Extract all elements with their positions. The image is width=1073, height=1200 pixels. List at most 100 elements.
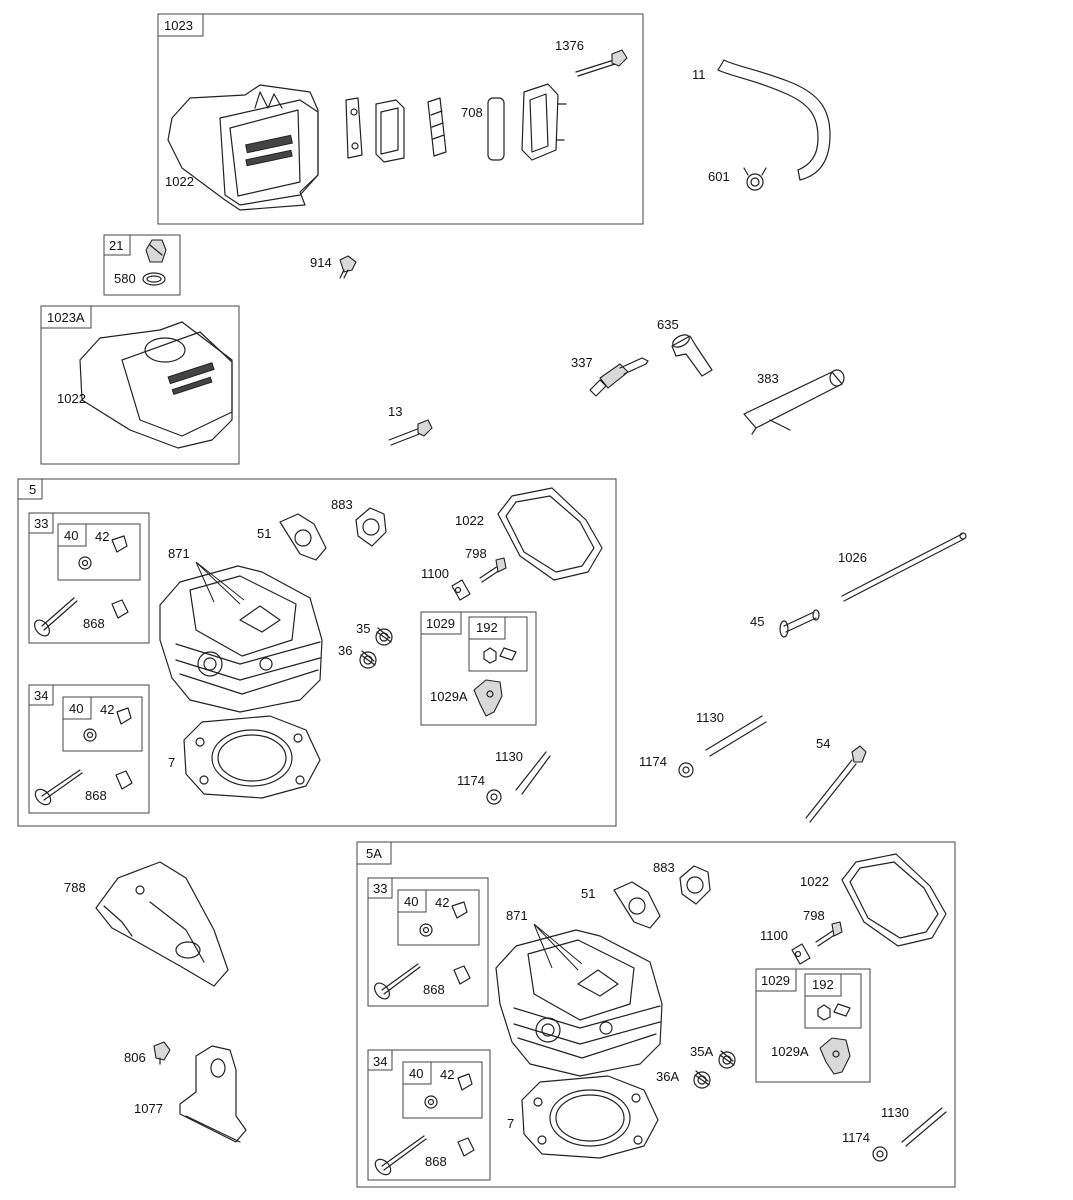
label-798-b: 798 (803, 908, 825, 923)
valve-c-part[interactable] (372, 963, 421, 1002)
gasket-708-part[interactable] (487, 97, 505, 161)
screw-1376-part[interactable] (575, 49, 628, 77)
gasket-51-part[interactable] (279, 513, 327, 561)
spark-plug-part[interactable] (589, 357, 649, 397)
retainer-40-c-part[interactable] (419, 923, 433, 937)
breather-plate-part[interactable] (345, 97, 363, 159)
label-40-a: 40 (64, 528, 78, 543)
spring-36A-part[interactable] (693, 1070, 711, 1089)
ignition-lead-part[interactable] (743, 369, 845, 435)
valve-b-part[interactable] (32, 769, 83, 808)
head-gasket-part[interactable] (183, 715, 321, 799)
label-36A: 36A (656, 1069, 679, 1084)
nut-192-part[interactable] (483, 647, 497, 664)
stud-798-part[interactable] (479, 557, 507, 583)
label-42-b: 42 (100, 702, 114, 717)
oil-cap-part[interactable] (145, 239, 167, 263)
keeper-42-part[interactable] (111, 535, 128, 553)
tappet-1174-c-part[interactable] (872, 1146, 888, 1162)
cylinder-head-b-part[interactable] (495, 929, 663, 1077)
pushrod-1026-part[interactable] (841, 532, 967, 602)
label-868-a: 868 (83, 616, 105, 631)
keeper-42-c-part[interactable] (451, 901, 468, 919)
label-1130-b: 1130 (696, 710, 724, 725)
o-ring-580-part[interactable] (142, 272, 166, 286)
label-868-d: 868 (425, 1154, 447, 1169)
label-1022-b: 1022 (455, 513, 484, 528)
label-54: 54 (816, 736, 830, 751)
bracket-788-part[interactable] (95, 861, 229, 987)
valve-part[interactable] (32, 597, 78, 639)
retainer-40-d-part[interactable] (424, 1095, 438, 1109)
stud-798-b-part[interactable] (815, 921, 843, 947)
bolt-806-part[interactable] (153, 1041, 171, 1065)
cover-gasket-part[interactable] (497, 487, 603, 581)
label-42-a: 42 (95, 529, 109, 544)
label-5A: 5A (366, 846, 382, 861)
guide-1100-b-part[interactable] (791, 943, 811, 965)
cylinder-head-part[interactable] (159, 565, 323, 713)
spring-35-part[interactable] (375, 627, 393, 646)
kit-1023A: 1023A 1022 (40, 305, 240, 465)
label-45: 45 (750, 614, 764, 629)
breather-cover-part[interactable] (521, 83, 567, 161)
cover-gasket-b-part[interactable] (841, 853, 947, 947)
screw-192-b-part[interactable] (833, 1003, 851, 1017)
seal-868-part[interactable] (111, 599, 129, 619)
pushrod-1130-b-part[interactable] (705, 715, 767, 757)
pin-45-part[interactable] (779, 609, 820, 638)
bolt-914-part[interactable] (339, 255, 357, 279)
spring-36-part[interactable] (359, 650, 377, 669)
label-1029-b: 1029 (761, 973, 790, 988)
screw-192-part[interactable] (499, 647, 517, 661)
keeper-42-b-part[interactable] (116, 707, 132, 725)
seal-868-b-part[interactable] (115, 770, 133, 790)
bolt-54-part[interactable] (805, 745, 867, 823)
label-788: 788 (64, 880, 86, 895)
label-383: 383 (757, 371, 779, 386)
valve-cover-1023A-part[interactable] (79, 321, 233, 449)
seal-868-c-part[interactable] (453, 965, 471, 985)
clamp-601-part[interactable] (743, 167, 767, 191)
label-1022-c: 1022 (800, 874, 829, 889)
label-1029A-a: 1029A (430, 689, 468, 704)
guide-1100-part[interactable] (451, 579, 471, 601)
valve-cover-part[interactable] (167, 84, 319, 211)
valve-d-part[interactable] (372, 1135, 427, 1178)
hose-11-part[interactable] (717, 59, 831, 181)
bolt-13-part[interactable] (388, 419, 433, 446)
label-1130-a: 1130 (495, 749, 523, 764)
spark-boot-part[interactable] (671, 332, 713, 377)
label-42-d: 42 (440, 1067, 454, 1082)
label-1174-a: 1174 (457, 773, 485, 788)
label-1026: 1026 (838, 550, 867, 565)
pushrod-1130-part[interactable] (515, 751, 551, 795)
label-40-c: 40 (404, 894, 418, 909)
head-gasket-b-part[interactable] (521, 1075, 659, 1159)
gasket-883-part[interactable] (355, 507, 387, 547)
label-1376: 1376 (555, 38, 584, 53)
gasket-883-b-part[interactable] (679, 865, 711, 905)
pushrod-1130-c-part[interactable] (901, 1107, 947, 1147)
reed-valve-part[interactable] (427, 97, 447, 157)
label-337: 337 (571, 355, 593, 370)
rocker-arm-part[interactable] (473, 679, 503, 717)
keeper-42-d-part[interactable] (457, 1073, 473, 1091)
retainer-40-part[interactable] (78, 556, 92, 570)
label-601: 601 (708, 169, 730, 184)
rocker-arm-b-part[interactable] (819, 1037, 851, 1075)
label-33-a: 33 (34, 516, 48, 531)
kit-21: 21 580 (103, 234, 181, 296)
tappet-1174-b-part[interactable] (678, 762, 694, 778)
label-868-c: 868 (423, 982, 445, 997)
bracket-1077-part[interactable] (179, 1045, 247, 1143)
nut-192-b-part[interactable] (817, 1004, 831, 1021)
tappet-1174-part[interactable] (486, 789, 502, 805)
gasket-51-b-part[interactable] (613, 881, 661, 929)
spring-35A-part[interactable] (718, 1050, 736, 1069)
breather-part[interactable] (375, 99, 405, 163)
seal-868-d-part[interactable] (457, 1137, 475, 1157)
retainer-40-b-part[interactable] (83, 728, 97, 742)
label-21: 21 (109, 238, 123, 253)
